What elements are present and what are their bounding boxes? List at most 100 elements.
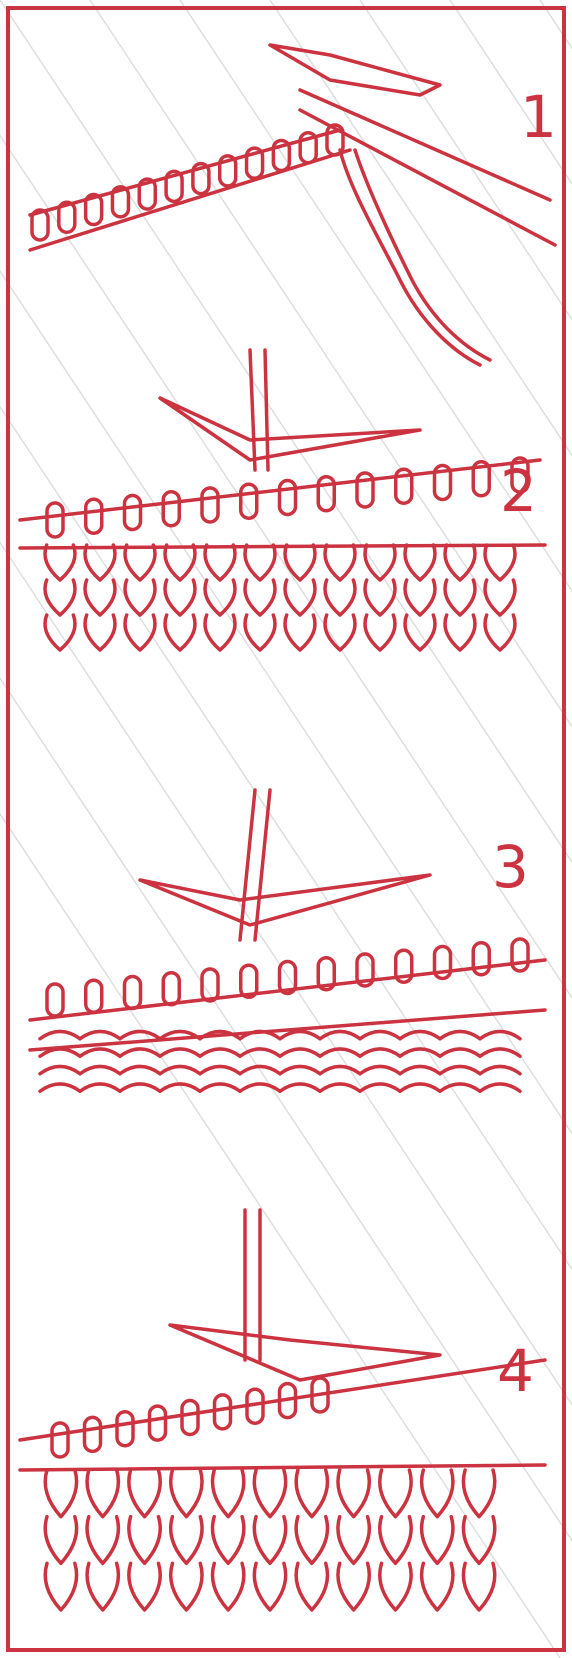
purl-bump	[200, 1049, 240, 1056]
purl-bump	[80, 1031, 120, 1038]
purl-bump	[160, 1084, 200, 1091]
knit-v	[87, 1517, 118, 1564]
knit-v	[422, 1517, 453, 1564]
knit-v	[129, 1470, 160, 1517]
knit-v	[45, 1517, 76, 1564]
knit-v	[213, 1517, 244, 1564]
knit-v	[296, 1470, 327, 1517]
purl-bump	[200, 1084, 240, 1091]
purl-bump	[360, 1031, 400, 1038]
purl-bump	[120, 1066, 160, 1073]
knit-v	[365, 580, 395, 615]
stitch-loop	[163, 492, 179, 526]
stitch-loop	[47, 984, 63, 1016]
stitch-loop	[512, 939, 528, 971]
knit-v	[254, 1563, 285, 1610]
knit-v	[296, 1563, 327, 1610]
watermark-stripe	[360, 0, 572, 1658]
knit-v	[325, 545, 355, 580]
knit-v	[380, 1470, 411, 1517]
purl-bump	[120, 1049, 160, 1056]
knit-v	[380, 1517, 411, 1564]
purl-bump	[480, 1031, 520, 1038]
stitch-loop	[52, 1423, 68, 1457]
purl-bump	[160, 1049, 200, 1056]
purl-bump	[480, 1066, 520, 1073]
stitch-loop	[59, 202, 75, 232]
panel-number-1: 1	[520, 88, 557, 146]
purl-bump	[400, 1084, 440, 1091]
purl-bump	[200, 1066, 240, 1073]
stitch-loop	[182, 1401, 198, 1435]
stitch-loop	[280, 481, 296, 515]
knit-v	[338, 1517, 369, 1564]
stitch-loop	[215, 1395, 231, 1429]
knit-v	[338, 1470, 369, 1517]
stitch-loop	[202, 969, 218, 1001]
knit-v	[171, 1470, 202, 1517]
knit-v	[285, 615, 315, 650]
purl-bump	[280, 1049, 320, 1056]
knit-v	[338, 1563, 369, 1610]
knit-v	[125, 580, 155, 615]
purl-bump	[400, 1049, 440, 1056]
knit-v	[365, 615, 395, 650]
knit-v	[245, 545, 275, 580]
knit-v	[245, 615, 275, 650]
knit-v	[422, 1563, 453, 1610]
knit-v	[445, 615, 475, 650]
purl-bump	[280, 1084, 320, 1091]
stitch-loop	[86, 980, 102, 1012]
knit-v	[325, 580, 355, 615]
knit-v	[380, 1563, 411, 1610]
knit-v	[405, 545, 435, 580]
knit-v	[165, 615, 195, 650]
purl-bump	[440, 1084, 480, 1091]
purl-bump	[160, 1066, 200, 1073]
knit-v	[463, 1470, 494, 1517]
knit-v	[87, 1563, 118, 1610]
stitch-loop	[202, 488, 218, 522]
purl-bump	[120, 1031, 160, 1038]
stitch-loop	[125, 496, 141, 530]
knit-v	[45, 580, 75, 615]
knit-v	[365, 545, 395, 580]
knit-v	[45, 1563, 76, 1610]
purl-bump	[40, 1066, 80, 1073]
knit-v	[45, 545, 75, 580]
stitch-loop	[163, 973, 179, 1005]
purl-bump	[440, 1049, 480, 1056]
watermark-stripe	[180, 0, 572, 1658]
purl-bump	[320, 1066, 360, 1073]
purl-bump	[440, 1066, 480, 1073]
watermark-stripe	[450, 0, 572, 1658]
knit-v	[485, 545, 515, 580]
knit-v	[285, 580, 315, 615]
knit-v	[285, 545, 315, 580]
purl-bump	[440, 1031, 480, 1038]
stitch-loop	[47, 503, 63, 537]
stitch-loop	[32, 210, 48, 240]
knit-v	[45, 1470, 76, 1517]
knit-v	[254, 1517, 285, 1564]
knit-v	[485, 580, 515, 615]
knit-v	[87, 1470, 118, 1517]
stitch-loop	[473, 943, 489, 975]
purl-bump	[40, 1031, 80, 1038]
stitch-loop	[86, 499, 102, 533]
stitch-loop	[318, 477, 334, 511]
knit-v	[205, 615, 235, 650]
purl-bump	[360, 1066, 400, 1073]
panel-number-4: 4	[497, 1342, 534, 1400]
stitch-loop	[85, 1417, 101, 1451]
panel-3-illustration	[30, 790, 545, 1091]
knit-v	[85, 580, 115, 615]
knit-v	[296, 1517, 327, 1564]
knit-v	[165, 545, 195, 580]
